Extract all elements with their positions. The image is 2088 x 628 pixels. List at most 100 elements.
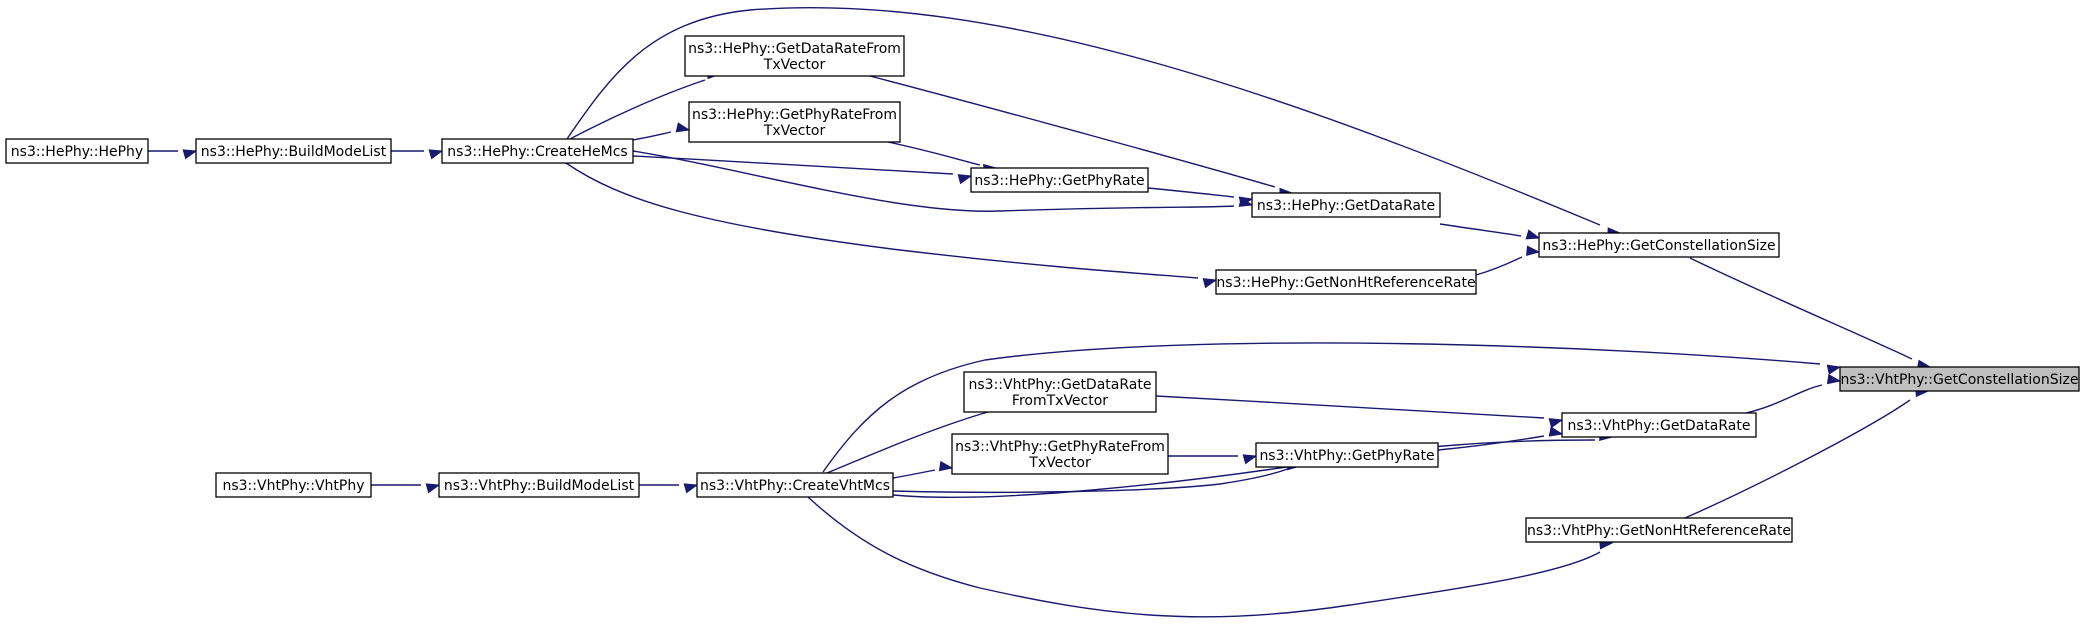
edge-line bbox=[1689, 257, 1913, 360]
node-box[interactable] bbox=[951, 433, 1169, 475]
edge-he_getnonhtreferencerate-to-he_getconstellationsize bbox=[1475, 245, 1541, 276]
edge-line bbox=[892, 469, 936, 479]
node-box[interactable] bbox=[1215, 269, 1477, 295]
edge-line bbox=[822, 342, 1821, 473]
node-label: ns3::HePhy::GetPhyRate bbox=[974, 173, 1144, 189]
node-box[interactable] bbox=[1251, 192, 1441, 218]
node-box[interactable] bbox=[5, 138, 149, 164]
edge-vht_getdataratefromtxvector-to-vht_getdatarate bbox=[1155, 395, 1564, 429]
node-box[interactable] bbox=[1538, 232, 1780, 258]
edge-line bbox=[1155, 395, 1545, 419]
node-box[interactable] bbox=[688, 101, 901, 143]
edge-arrowhead bbox=[1525, 229, 1541, 240]
edge-vht_createvhtmcs-to-vht_getphyratefromtxvector bbox=[892, 460, 954, 479]
node-label: ns3::HePhy::HePhy bbox=[11, 144, 143, 160]
edge-line bbox=[1475, 256, 1523, 276]
node-vht-getconstellationsize[interactable]: ns3::VhtPhy::GetConstellationSize bbox=[1839, 366, 2080, 392]
edge-arrowhead bbox=[1548, 418, 1564, 429]
node-label: ns3::HePhy::CreateHeMcs bbox=[447, 144, 627, 160]
edge-he_buildmodelist-to-he_createhemcs bbox=[391, 149, 444, 160]
edge-arrowhead bbox=[1826, 364, 1842, 375]
edge-vht_createvhtmcs-to-vht_getconstellationsize bbox=[822, 342, 1842, 473]
node-box[interactable] bbox=[195, 138, 392, 164]
node-label: ns3::HePhy::GetNonHtReferenceRate bbox=[1216, 275, 1475, 291]
nodes-layer: ns3::VhtPhy::GetConstellationSize ns3::He… bbox=[5, 35, 2080, 543]
edge-vht_getphyrate-to-vht_getdatarate bbox=[1437, 426, 1564, 451]
edge-line bbox=[1147, 187, 1235, 198]
edge-he_getconstellationsize-to-vht_getconstellationsize bbox=[1689, 257, 1932, 370]
node-label: TxVector bbox=[763, 57, 826, 73]
edge-line bbox=[632, 150, 1235, 212]
node-label: ns3::HePhy::GetDataRateFrom bbox=[688, 41, 901, 57]
edge-vht_getdatarate-to-vht_getconstellationsize bbox=[1745, 373, 1842, 414]
edge-line bbox=[826, 409, 996, 474]
node-vht-getnonhtreferencerate[interactable]: ns3::VhtPhy::GetNonHtReferenceRate bbox=[1525, 517, 1793, 543]
node-he-getphyrate[interactable]: ns3::HePhy::GetPhyRate bbox=[970, 167, 1149, 193]
node-box[interactable] bbox=[1561, 412, 1757, 438]
node-label: ns3::VhtPhy::GetPhyRate bbox=[1259, 448, 1434, 464]
edge-vht_vhtphy-to-vht_buildmodelist bbox=[371, 483, 441, 494]
edge-line bbox=[892, 467, 1291, 494]
node-box[interactable] bbox=[438, 472, 640, 498]
edge-he_createhemcs-to-he_getdatarate bbox=[632, 150, 1254, 212]
node-box[interactable] bbox=[1839, 366, 2080, 392]
node-box[interactable] bbox=[441, 138, 634, 164]
edge-line bbox=[1684, 399, 1911, 519]
edge-arrowhead bbox=[1548, 426, 1564, 437]
node-box[interactable] bbox=[963, 371, 1157, 413]
edge-he_getdatarate-to-he_getconstellationsize bbox=[1439, 223, 1541, 240]
node-label: ns3::VhtPhy::GetDataRate bbox=[969, 377, 1152, 393]
node-he-createhemcs[interactable]: ns3::HePhy::CreateHeMcs bbox=[441, 138, 634, 164]
node-label: TxVector bbox=[1028, 455, 1091, 471]
node-label: ns3::HePhy::GetDataRate bbox=[1257, 198, 1435, 214]
node-he-hephy[interactable]: ns3::HePhy::HePhy bbox=[5, 138, 149, 164]
node-label: FromTxVector bbox=[1012, 393, 1108, 409]
edge-line bbox=[565, 162, 1199, 279]
node-label: ns3::VhtPhy::BuildModeList bbox=[444, 478, 635, 494]
node-box[interactable] bbox=[696, 472, 894, 498]
node-he-buildmodelist[interactable]: ns3::HePhy::BuildModeList bbox=[195, 138, 392, 164]
edge-line bbox=[887, 141, 981, 166]
node-he-getnonhtreferencerate[interactable]: ns3::HePhy::GetNonHtReferenceRate bbox=[1215, 269, 1477, 295]
edge-arrowhead bbox=[1238, 196, 1254, 207]
node-vht-vhtphy[interactable]: ns3::VhtPhy::VhtPhy bbox=[215, 472, 372, 498]
node-box[interactable] bbox=[1525, 517, 1793, 543]
node-box[interactable] bbox=[1255, 442, 1439, 468]
edge-he_createhemcs-to-he_getnonhtreferencerate bbox=[565, 162, 1218, 289]
node-vht-getphyrate[interactable]: ns3::VhtPhy::GetPhyRate bbox=[1255, 442, 1439, 468]
node-vht-buildmodelist[interactable]: ns3::VhtPhy::BuildModeList bbox=[438, 472, 640, 498]
edge-arrowhead bbox=[1242, 454, 1258, 465]
edge-he_createhemcs-to-he_getphyratefromtxvector bbox=[632, 122, 691, 141]
node-box[interactable] bbox=[684, 35, 905, 77]
node-label: ns3::HePhy::GetPhyRateFrom bbox=[692, 107, 897, 123]
node-box[interactable] bbox=[970, 167, 1149, 193]
edge-arrowhead bbox=[1826, 373, 1842, 385]
edge-arrowhead bbox=[938, 460, 954, 472]
edge-arrowhead bbox=[683, 483, 699, 494]
node-label: ns3::VhtPhy::VhtPhy bbox=[222, 478, 364, 494]
edge-arrowhead bbox=[1526, 245, 1541, 256]
node-he-getdatarate[interactable]: ns3::HePhy::GetDataRate bbox=[1251, 192, 1441, 218]
edge-line bbox=[1439, 223, 1522, 237]
node-label: TxVector bbox=[763, 123, 826, 139]
node-he-getconstellationsize[interactable]: ns3::HePhy::GetConstellationSize bbox=[1538, 232, 1780, 258]
edge-vht_getphyratefromtxvector-to-vht_getphyrate bbox=[1168, 454, 1258, 465]
edges-layer bbox=[148, 6, 1932, 618]
edge-line bbox=[632, 155, 954, 175]
edge-line bbox=[566, 6, 1601, 226]
node-label: ns3::VhtPhy::GetDataRate bbox=[1568, 418, 1751, 434]
node-vht-createvhtmcs[interactable]: ns3::VhtPhy::CreateVhtMcs bbox=[696, 472, 894, 498]
edge-line bbox=[807, 496, 1601, 618]
node-vht-getdatarate[interactable]: ns3::VhtPhy::GetDataRate bbox=[1561, 412, 1757, 438]
node-label: ns3::VhtPhy::CreateVhtMcs bbox=[700, 478, 890, 494]
node-label: ns3::HePhy::GetConstellationSize bbox=[1542, 238, 1775, 254]
node-box[interactable] bbox=[215, 472, 372, 498]
edge-line bbox=[632, 131, 672, 141]
edge-arrowhead bbox=[675, 122, 691, 133]
edge-vht_createvhtmcs-to-vht_getnonhtreferencerate bbox=[807, 496, 1614, 618]
